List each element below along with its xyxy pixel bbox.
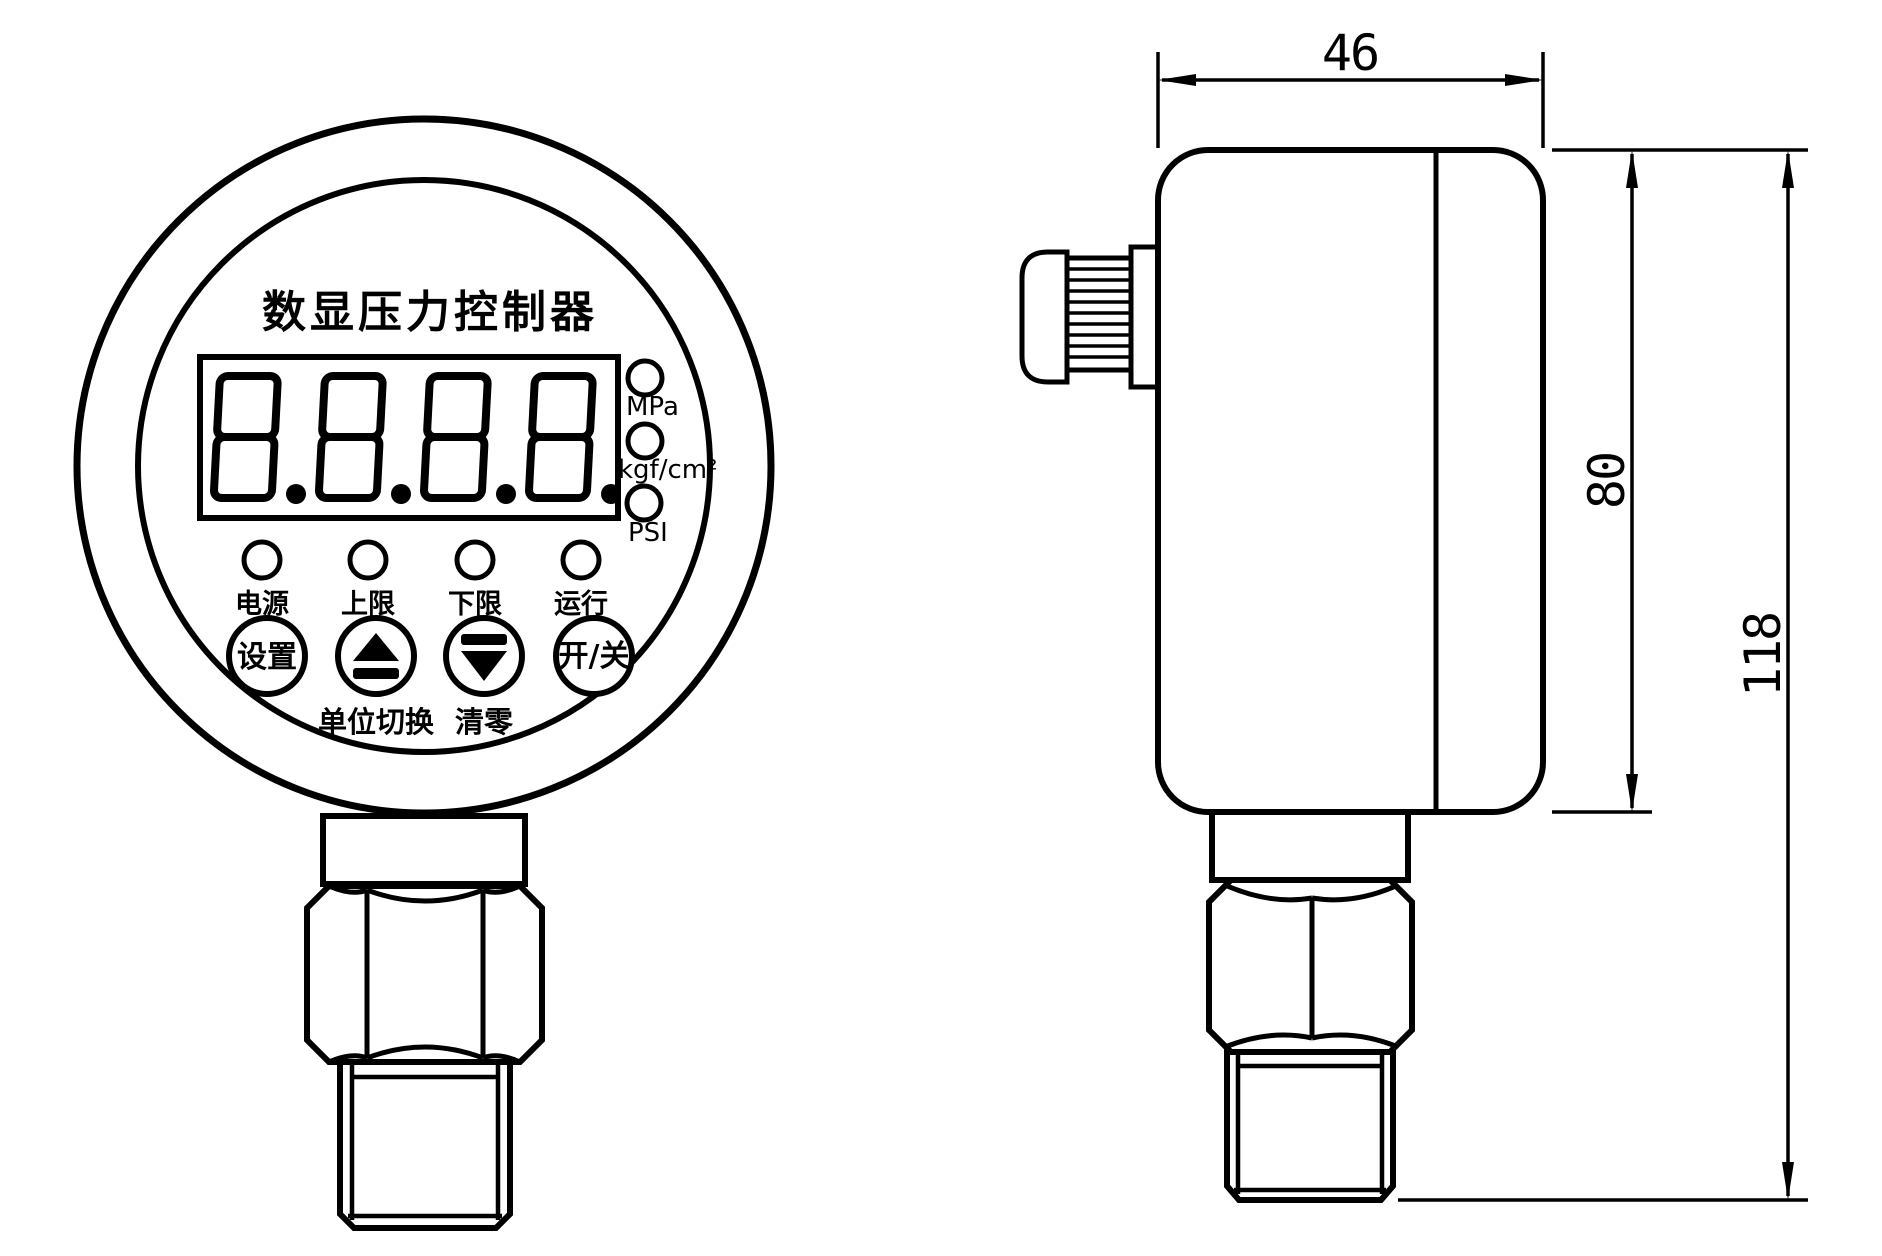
unit-label-mpa: MPa [626,392,679,422]
side-stud-thread-lines [1234,1052,1386,1194]
front-neck [320,813,528,887]
gauge-inner-ring [135,177,713,755]
led-lower-limit [454,539,496,581]
front-hex-nut [304,883,545,1065]
dim46-value: 46 [1322,24,1378,82]
front-stud-thread-lines [348,1062,502,1220]
dimension-width-46: 46 [1156,24,1545,148]
dimension-total-height-118: 118 [1398,150,1808,1202]
dim80-arrow-bottom [1626,774,1638,812]
side-threaded-stud [1224,1049,1396,1203]
dim80-value: 80 [1578,453,1636,509]
side-view: 46 80 118 [1019,24,1808,1203]
led-label-run: 运行 [554,588,608,620]
zero-clear-label: 清零 [455,705,514,739]
set-button-label: 设置 [237,640,297,675]
led-label-power: 电源 [235,589,289,620]
front-hex-facets [328,883,522,1065]
down-arrow-icon [461,634,507,681]
gland-dome-cap [1019,249,1070,385]
onoff-button [553,615,635,697]
front-threaded-stud [337,1059,513,1231]
gauge-title: 数显压力控制器 [262,287,598,338]
gland-thread-ribs [1067,267,1131,359]
led-label-lower-limit: 下限 [448,589,502,620]
unit-lamp-kgfcm2 [625,421,665,461]
set-button [226,615,308,697]
side-hex-facets [1223,882,1400,1050]
unit-label-psi: PSI [628,518,668,548]
led-label-upper-limit: 上限 [341,589,395,620]
unit-lamp-mpa [625,358,665,398]
unit-label-kgfcm2: kgf/cm² [618,455,718,485]
dim118-value: 118 [1734,613,1792,697]
led-power [241,539,283,581]
side-neck [1209,809,1411,883]
side-body [1155,147,1546,815]
dim46-arrow-left [1158,74,1196,86]
front-view: 数显压力控制器 MPa kgf/cm² PSI 电源 上限 下限 运行 设置 [73,115,775,1231]
gland-flange [1128,244,1162,390]
dim46-arrow-right [1505,74,1543,86]
onoff-button-label: 开/关 [559,639,630,674]
dim118-arrow-bottom [1782,1162,1794,1200]
unit-lamp-psi [624,483,664,523]
led-run [560,539,602,581]
dimension-body-height-80: 80 [1552,148,1808,814]
up-arrow-icon [353,633,399,679]
unit-switch-label: 单位切换 [318,705,435,739]
dim118-arrow-top [1782,150,1794,188]
dim80-arrow-top [1626,150,1638,188]
led-upper-limit [347,539,389,581]
